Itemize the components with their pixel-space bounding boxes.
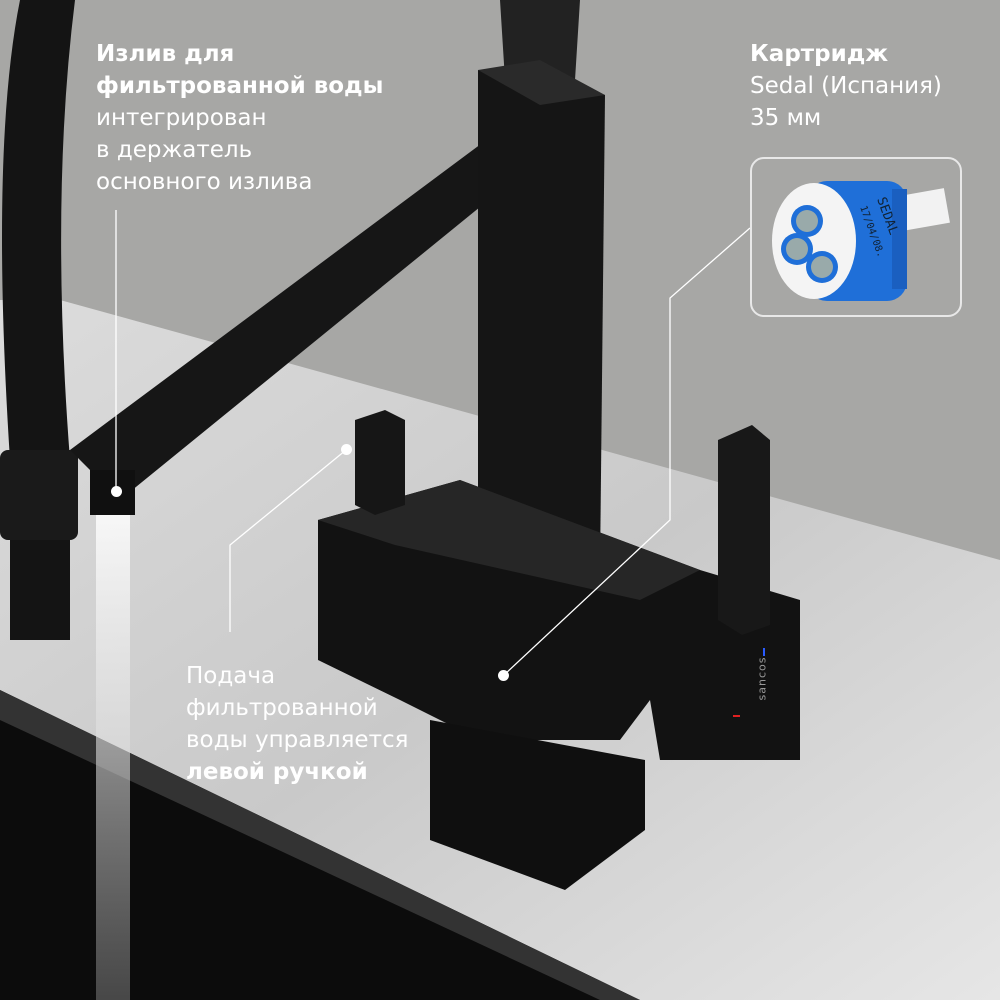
- faucet-column: [478, 70, 605, 570]
- handle-marker: [341, 444, 352, 455]
- cartridge-body-line: 35 мм: [750, 105, 822, 131]
- left-handle: [355, 410, 405, 515]
- spout-body-line: в держатель: [96, 137, 253, 163]
- control-body-line: фильтрованной: [186, 695, 378, 721]
- control-bold-line: левой ручкой: [186, 759, 368, 785]
- spout-marker: [111, 486, 122, 497]
- leader-line-handle: [229, 449, 347, 632]
- cartridge-image: SEDAL 17/04/08.: [772, 181, 950, 301]
- cartridge-callout: Картридж Sedal (Испания) 35 мм: [750, 38, 942, 134]
- spout-body-line: основного излива: [96, 169, 313, 195]
- spout-title-line: Излив для: [96, 41, 235, 67]
- product-logo: sancos: [755, 656, 769, 701]
- cartridge-marker: [498, 670, 509, 681]
- faucet-base: [430, 720, 645, 890]
- leader-line-cartridge: [503, 227, 751, 676]
- control-body-line: Подача: [186, 663, 276, 689]
- filtered-spout-arm: [70, 100, 550, 500]
- control-callout: Подача фильтрованной воды управляется ле…: [186, 660, 408, 788]
- right-handle: [718, 425, 770, 635]
- water-stream: [96, 505, 130, 1000]
- spout-title-line: фильтрованной воды: [96, 73, 384, 99]
- spout-body-line: интегрирован: [96, 105, 267, 131]
- cartridge-image-frame: SEDAL 17/04/08.: [750, 157, 962, 317]
- cartridge-title: Картридж: [750, 41, 889, 67]
- control-body-line: воды управляется: [186, 727, 409, 753]
- cartridge-body-line: Sedal (Испания): [750, 73, 942, 99]
- spout-callout: Излив для фильтрованной воды интегрирова…: [96, 38, 383, 198]
